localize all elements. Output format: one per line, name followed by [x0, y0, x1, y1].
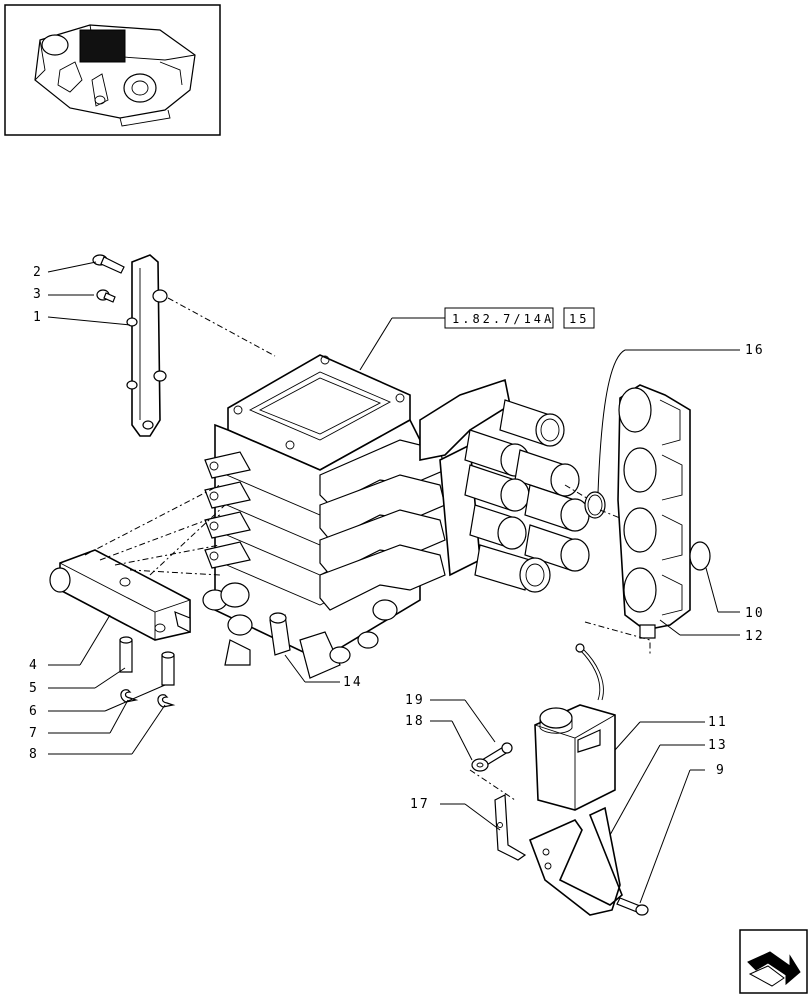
lever-4	[49, 549, 191, 641]
callout-18: 18	[405, 714, 425, 729]
callout-2: 2	[33, 265, 43, 280]
callout-9: 9	[716, 763, 726, 778]
callout-5: 5	[29, 681, 39, 696]
callout-14: 14	[343, 675, 363, 690]
next-page-arrow-icon[interactable]	[739, 929, 808, 994]
callout-19: 19	[405, 693, 425, 708]
callout-3: 3	[33, 287, 43, 302]
pin-6	[161, 651, 175, 686]
callout-10: 10	[745, 606, 765, 621]
screw-3	[96, 289, 116, 303]
leader-lines	[47, 261, 740, 904]
coupler-manifold	[419, 378, 590, 593]
callout-labels: 2 3 1 16 10 12 4 5 6 7 8 14 19 18 11 13 …	[29, 265, 765, 812]
callout-4: 4	[29, 658, 39, 673]
assembly-thumbnail-icon[interactable]	[4, 4, 221, 136]
callout-13: 13	[708, 738, 728, 753]
control-valve-assembly	[202, 354, 446, 679]
plug-10	[689, 541, 711, 571]
callout-7: 7	[29, 726, 39, 741]
callout-17: 17	[410, 797, 430, 812]
clip-7	[120, 689, 139, 703]
screw-2	[92, 254, 125, 274]
strap-13	[528, 806, 623, 916]
callout-11: 11	[708, 715, 728, 730]
callout-8: 8	[29, 747, 39, 762]
coupler-cover-12	[617, 384, 691, 639]
bracket-17	[494, 794, 527, 861]
callout-16: 16	[745, 343, 765, 358]
washer-18	[471, 758, 489, 772]
pin-5	[119, 636, 133, 673]
callout-1: 1	[33, 310, 43, 325]
clip-8	[157, 694, 176, 708]
reservoir-11	[534, 643, 616, 811]
ref-box-main[interactable]	[444, 307, 554, 329]
screw-9	[616, 897, 649, 916]
callout-12: 12	[745, 629, 765, 644]
callout-6: 6	[29, 704, 39, 719]
screw-19	[481, 742, 513, 767]
ref-sub-label[interactable]: 15	[569, 312, 589, 326]
ref-box-sub[interactable]	[563, 307, 595, 329]
o-ring-16	[584, 491, 606, 519]
bracket-part	[126, 254, 168, 437]
ref-main-label[interactable]: 1.82.7/14A	[452, 312, 554, 326]
